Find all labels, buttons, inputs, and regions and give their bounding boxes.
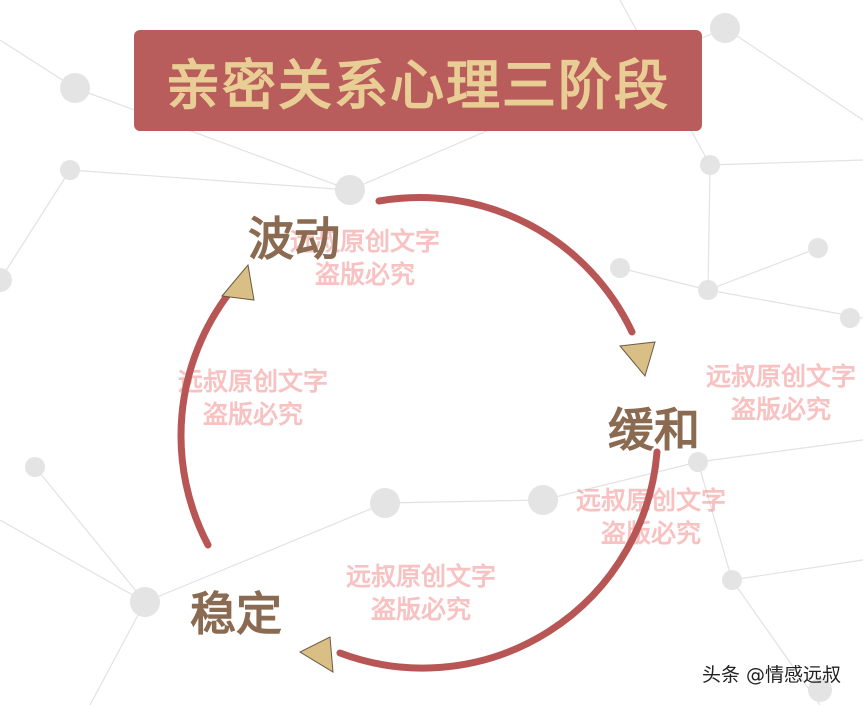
- arrowhead-icon: [221, 263, 255, 301]
- watermark-text: 盗版必究: [315, 260, 416, 289]
- arc-ease-to-stable: [336, 448, 661, 672]
- watermark-text: 远叔原创文字: [290, 227, 441, 256]
- arc-stable-to-wave: [177, 288, 234, 549]
- arrowhead-icon: [619, 341, 656, 378]
- watermark-text: 远叔原创文字: [346, 562, 497, 591]
- stage-wave: 波动: [248, 212, 340, 266]
- page-title: 亲密关系心理三阶段: [166, 54, 670, 117]
- watermark-text: 盗版必究: [601, 519, 702, 548]
- watermark: 远叔原创文字盗版必究: [706, 360, 856, 426]
- source-credit: 头条 @情感远叔: [701, 664, 841, 686]
- watermark: 远叔原创文字盗版必究: [290, 225, 440, 291]
- watermark-text: 盗版必究: [731, 395, 832, 424]
- watermark-text: 远叔原创文字: [706, 362, 857, 391]
- watermark-text: 盗版必究: [203, 400, 304, 429]
- stage-ease: 缓和: [608, 403, 700, 457]
- title-banner: 亲密关系心理三阶段: [134, 30, 702, 131]
- watermark: 远叔原创文字盗版必究: [178, 365, 328, 431]
- watermark: 远叔原创文字盗版必究: [346, 560, 496, 626]
- arrowhead-icon: [298, 636, 334, 673]
- watermark-text: 盗版必究: [371, 595, 472, 624]
- stage-stable: 稳定: [190, 587, 282, 641]
- arc-wave-to-ease: [375, 193, 636, 336]
- watermark-text: 远叔原创文字: [178, 367, 329, 396]
